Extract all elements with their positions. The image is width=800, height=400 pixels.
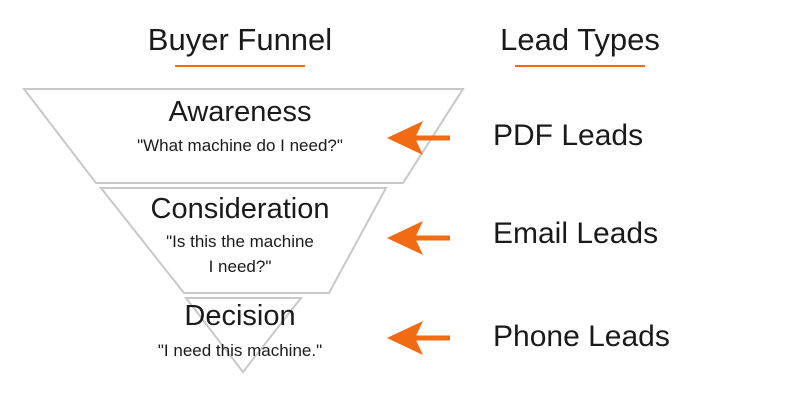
stage-title-consideration: Consideration — [150, 193, 330, 225]
funnel-stage-consideration — [98, 187, 388, 294]
lead-label-phone: Phone Leads — [493, 320, 670, 353]
stage-title-awareness: Awareness — [168, 96, 312, 128]
arrow-left-icon — [387, 121, 450, 155]
stage-quote-decision: "I need this machine." — [157, 341, 323, 360]
funnel-stage-awareness — [21, 88, 465, 184]
funnel-heading: Buyer Funnel — [147, 22, 333, 57]
stage-title-decision: Decision — [184, 300, 296, 332]
arrow-left-icon — [387, 221, 450, 255]
arrow-left-icon — [387, 321, 450, 355]
stage-quote-awareness: "What machine do I need?" — [137, 136, 343, 155]
funnel-stage-decision — [183, 297, 304, 374]
stage-quote-consideration-line2: I need?" — [208, 257, 272, 276]
lead-label-pdf: PDF Leads — [493, 119, 644, 152]
leads-heading: Lead Types — [500, 22, 660, 57]
funnel-heading-underline — [175, 65, 305, 67]
leads-heading-underline — [515, 65, 645, 67]
stage-quote-consideration-line1: "Is this the machine — [166, 232, 314, 251]
lead-label-email: Email Leads — [493, 217, 659, 250]
